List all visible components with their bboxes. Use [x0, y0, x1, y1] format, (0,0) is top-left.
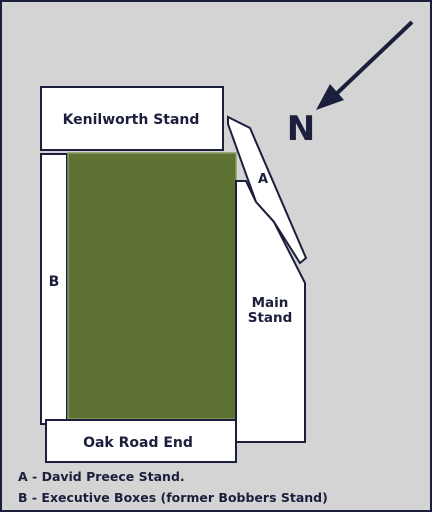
pitch: [67, 152, 237, 420]
north-arrow-icon: [316, 20, 414, 110]
executive-boxes-stand: [40, 153, 68, 425]
david-preece-stand: [227, 115, 308, 265]
main-stand-label-line2: Stand: [248, 310, 293, 326]
legend-item-b: B - Executive Boxes (former Bobbers Stan…: [18, 490, 328, 505]
executive-boxes-marker: B: [49, 274, 60, 290]
main-stand: [235, 180, 306, 443]
david-preece-marker: A: [258, 172, 268, 187]
legend-item-a: A - David Preece Stand.: [18, 469, 185, 484]
main-stand-label-line1: Main: [252, 295, 289, 311]
oak-road-end-label: Oak Road End: [83, 435, 193, 451]
kenilworth-stand-label: Kenilworth Stand: [63, 112, 200, 128]
kenilworth-stand: [40, 86, 224, 151]
north-label: N: [287, 109, 315, 149]
oak-road-end-stand: [45, 419, 237, 463]
